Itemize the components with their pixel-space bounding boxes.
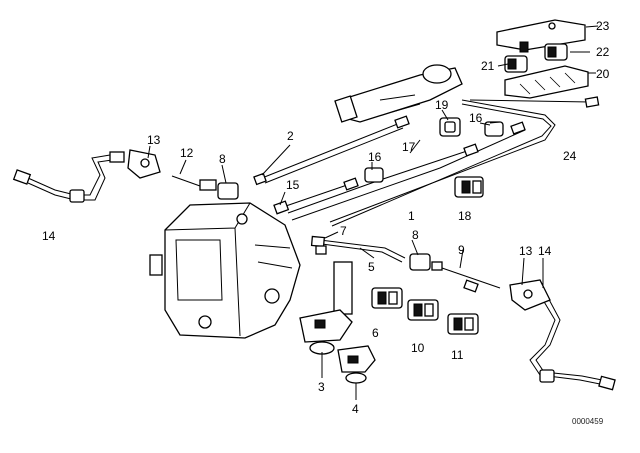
bracket-part-13-left [127, 149, 161, 179]
callout-11: 11 [451, 348, 464, 362]
bracket-part-13-right [509, 279, 551, 311]
callout-5: 5 [368, 260, 375, 274]
brake-hose-right [529, 291, 616, 391]
callout-21: 21 [481, 59, 495, 73]
callout-23: 23 [596, 19, 610, 33]
holder-part-20 [504, 65, 589, 99]
callout-9: 9 [458, 243, 465, 257]
callout-6: 6 [372, 326, 379, 340]
callout-14-left: 14 [42, 229, 56, 243]
callout-16-right: 16 [469, 111, 483, 125]
sleeve-part-8 [199, 179, 443, 271]
clip-part-6 [371, 287, 403, 309]
bracket-part-23 [496, 19, 586, 53]
callout-17: 17 [402, 140, 416, 154]
callout-20: 20 [596, 67, 610, 81]
master-cylinder [334, 64, 463, 123]
callout-14-right: 14 [538, 244, 552, 258]
callout-16-left: 16 [368, 150, 382, 164]
clip-part-11 [447, 313, 479, 335]
callout-15: 15 [286, 178, 300, 192]
brake-hose-left [12, 151, 125, 203]
hydraulic-unit [149, 202, 301, 339]
callout-12: 12 [180, 146, 194, 160]
callout-2: 2 [287, 129, 294, 143]
callout-19: 19 [435, 98, 449, 112]
callout-7: 7 [340, 224, 347, 238]
clip-part-21 [504, 55, 528, 73]
callout-3: 3 [318, 380, 325, 394]
callout-13-left: 13 [147, 133, 161, 147]
sleeve-part-16 [364, 121, 504, 183]
clip-part-22 [544, 43, 568, 61]
valve-part-4 [337, 345, 376, 384]
callout-4: 4 [352, 402, 359, 416]
callout-8-lower: 8 [412, 228, 419, 242]
holder-part-18 [454, 176, 484, 198]
callout-1: 1 [408, 209, 415, 223]
callout-24: 24 [563, 149, 577, 163]
callout-22: 22 [596, 45, 610, 59]
grommet-part-19 [439, 117, 461, 137]
clip-part-10 [407, 299, 439, 321]
valve-part-3 [299, 261, 353, 355]
callout-10: 10 [411, 341, 425, 355]
leader-lines [147, 25, 599, 400]
callout-18: 18 [458, 209, 472, 223]
pipe-fittings [253, 96, 600, 293]
drawing-code: 0000459 [572, 417, 604, 426]
callout-13-right: 13 [519, 244, 533, 258]
callout-8-upper: 8 [219, 152, 226, 166]
